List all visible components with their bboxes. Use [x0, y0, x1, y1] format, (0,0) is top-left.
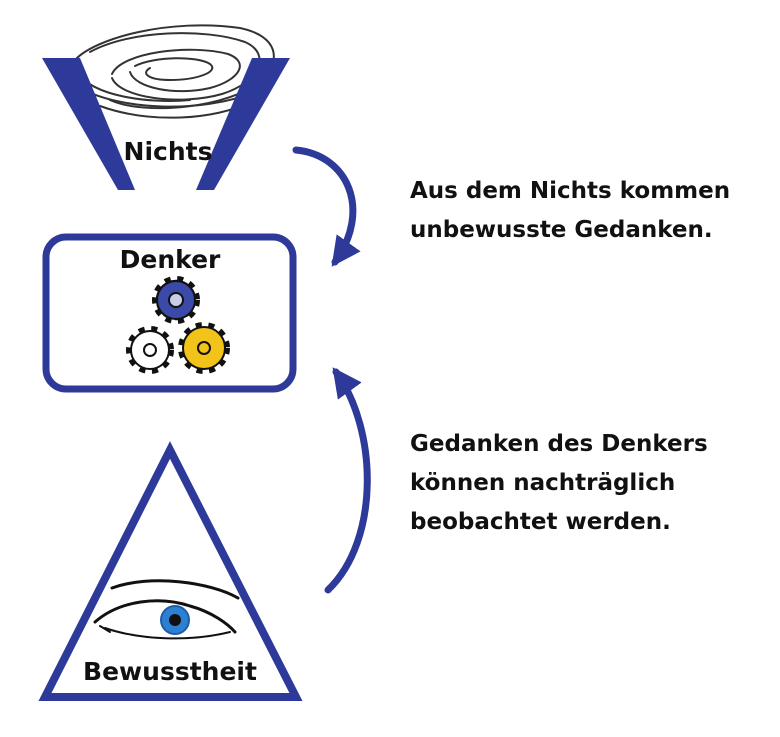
caption-bottom-line-1: Gedanken des Denkers — [410, 431, 708, 457]
white-gear-icon — [126, 326, 174, 374]
caption-top: Aus dem Nichts kommen unbewusste Gedanke… — [410, 172, 730, 250]
nothing-label: Nichts — [124, 137, 213, 166]
caption-top-line-1: Aus dem Nichts kommen — [410, 178, 731, 204]
blue-gear-icon — [152, 276, 200, 324]
awareness-node: Bewusstheit — [38, 441, 303, 701]
yellow-gear-icon — [178, 322, 230, 374]
caption-top-line-2: unbewusste Gedanken. — [410, 217, 713, 243]
thinker-label: Denker — [120, 245, 221, 274]
caption-bottom: Gedanken des Denkers können nachträglich… — [410, 425, 708, 542]
nothing-node: Nichts — [42, 24, 290, 190]
awareness-label: Bewusstheit — [83, 657, 257, 686]
thinker-node: Denker — [42, 233, 297, 393]
caption-bottom-line-3: beobachtet werden. — [410, 509, 671, 535]
eye-icon — [93, 579, 240, 640]
arrow-awareness-to-thinker — [324, 367, 371, 594]
caption-bottom-line-2: können nachträglich — [410, 470, 676, 496]
arrow-nothing-to-thinker — [292, 146, 361, 267]
gears-icon — [126, 276, 230, 374]
